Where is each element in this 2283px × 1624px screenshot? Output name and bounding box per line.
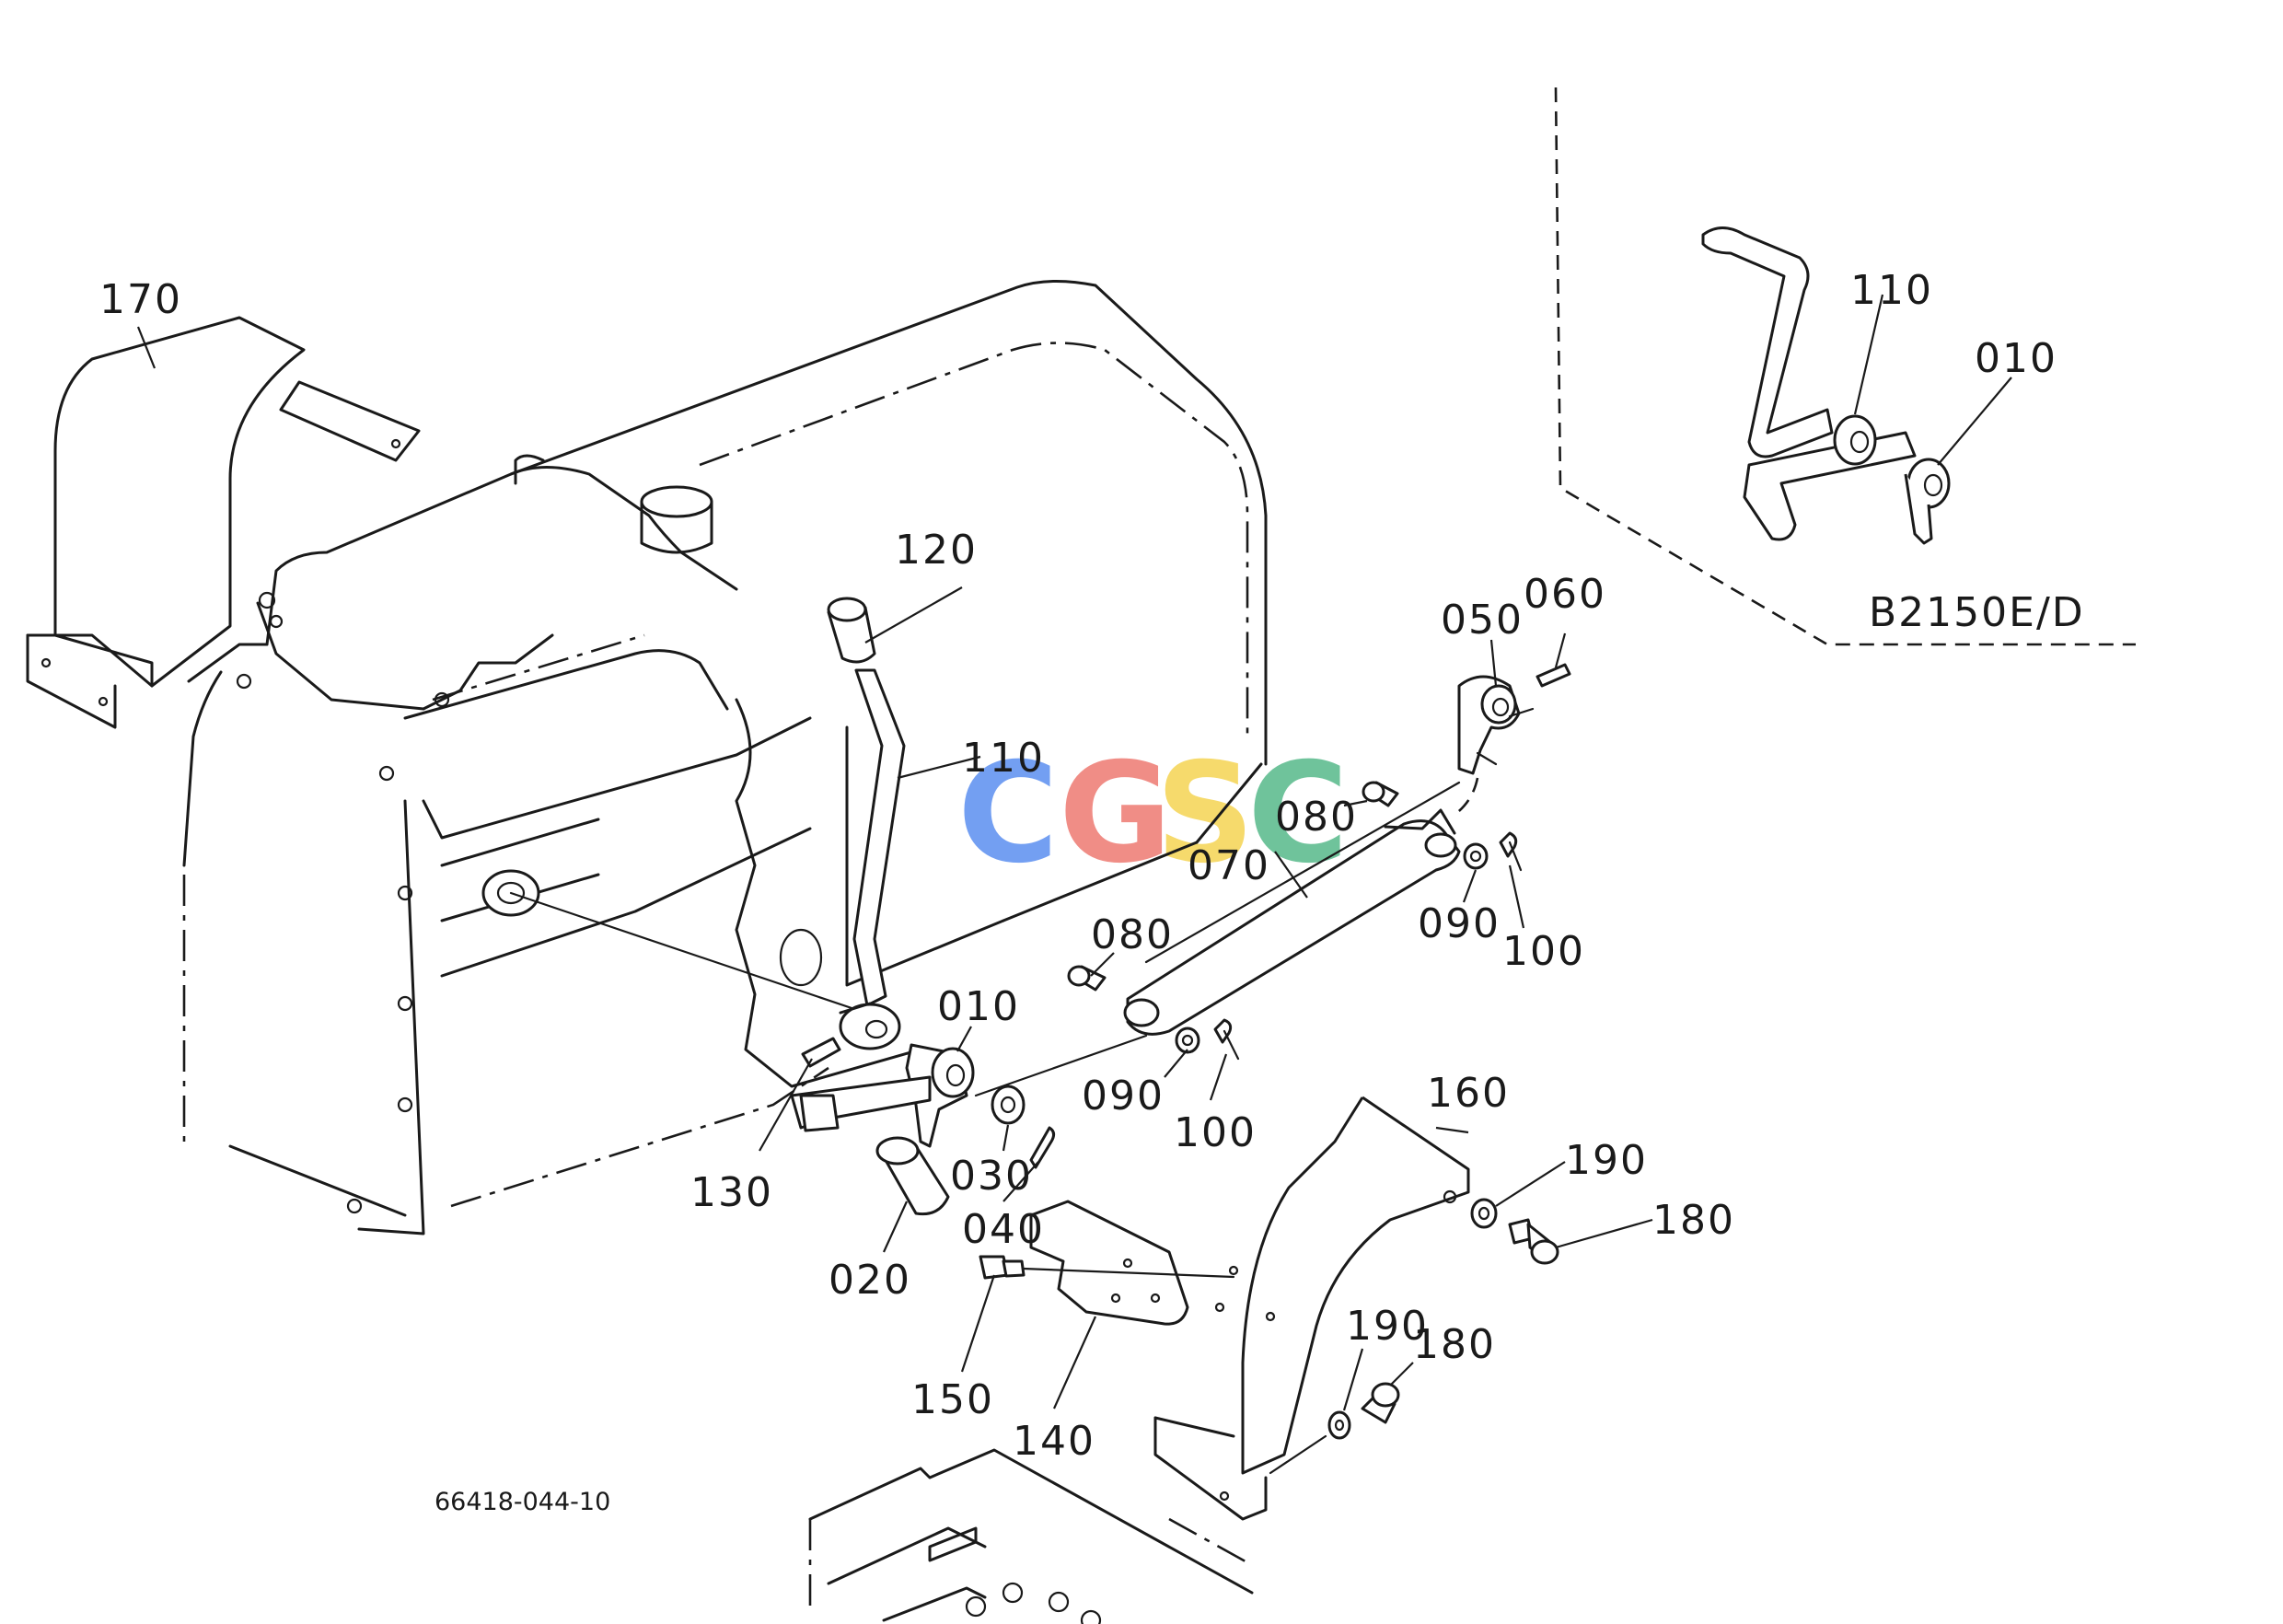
callout-100-left: 100 [1174,1109,1257,1156]
watermark: C G S C [957,734,1349,894]
callout-leader-lines [136,294,2012,1411]
callout-numbers: 170 120 110 110 010 050 060 080 070 090 … [99,267,2057,1465]
cotter-pin-100-right [1499,831,1523,872]
callout-150: 150 [911,1376,994,1423]
transmission-case [182,280,1268,1235]
bolt-080-upper [1362,781,1399,807]
callout-020: 020 [829,1257,911,1304]
bolt-080-lower [1067,965,1107,992]
callout-090-right: 090 [1418,900,1501,947]
assembly-line-050-070 [1144,781,1461,964]
callout-080-left: 080 [1091,911,1174,958]
assembly-line-070 [974,1034,1148,1097]
cotter-pin-040 [1029,1126,1056,1169]
callout-100-right: 100 [1502,928,1585,975]
variant-inset [1554,87,2136,646]
callout-040: 040 [962,1206,1045,1253]
assembly-line-190-bottom [1269,1434,1327,1475]
pin-130 [801,1037,841,1068]
callout-050: 050 [1441,597,1524,644]
shift-lever-110 [839,668,906,1050]
washer-190-bottom [1327,1410,1351,1440]
cotter-pin-100-left [1213,1018,1240,1061]
callout-010-main: 010 [937,983,1020,1030]
chassis-frame-partial [808,1448,1254,1624]
washer-190-top [1470,1198,1498,1229]
callout-010-inset: 010 [1975,335,2057,382]
fender-plate-160 [1153,1096,1470,1521]
lever-knob-120 [827,597,876,664]
pin-060 [1536,663,1571,688]
callout-080-top: 080 [1275,794,1358,841]
assembly-line-050 [1454,777,1479,817]
callout-110-inset: 110 [1850,267,1933,314]
bolt-150 [979,1255,1235,1280]
callout-160: 160 [1427,1070,1510,1117]
watermark-letter-c2: C [1247,734,1349,894]
grip-020 [875,1136,950,1216]
arm-050 [1457,675,1535,775]
callout-130: 130 [690,1169,773,1216]
callout-180-top: 180 [1652,1197,1735,1244]
callout-180-bottom: 180 [1413,1321,1496,1368]
variant-label: B2150E/D [1869,589,2085,636]
inset-dashed-border [1554,87,2136,646]
callout-070: 070 [1188,842,1270,889]
linkage-rod-070 [1123,808,1461,1036]
bolt-180-bottom [1361,1382,1400,1424]
watermark-letter-c1: C [957,734,1059,894]
callout-190-bottom: 190 [1346,1303,1429,1350]
callout-140: 140 [1013,1418,1095,1465]
callout-170: 170 [99,276,182,323]
callout-120: 120 [895,527,978,574]
figure-code: 66418-044-10 [435,1488,610,1516]
watermark-letter-s: S [1155,734,1255,894]
lever-arm-010 [790,1043,975,1148]
bolt-180-top [1508,1218,1559,1265]
callout-110-main: 110 [962,735,1045,782]
callout-190-top: 190 [1565,1137,1648,1184]
washer-090-right [1463,842,1489,870]
watermark-letter-g: G [1059,734,1172,894]
fender-plate-170 [26,316,421,729]
callout-030: 030 [950,1153,1033,1200]
washer-090-left [1175,1027,1200,1054]
callout-090-left: 090 [1082,1073,1165,1119]
washer-030 [991,1085,1026,1125]
callout-060: 060 [1524,571,1606,618]
bracket-140 [1029,1200,1189,1326]
